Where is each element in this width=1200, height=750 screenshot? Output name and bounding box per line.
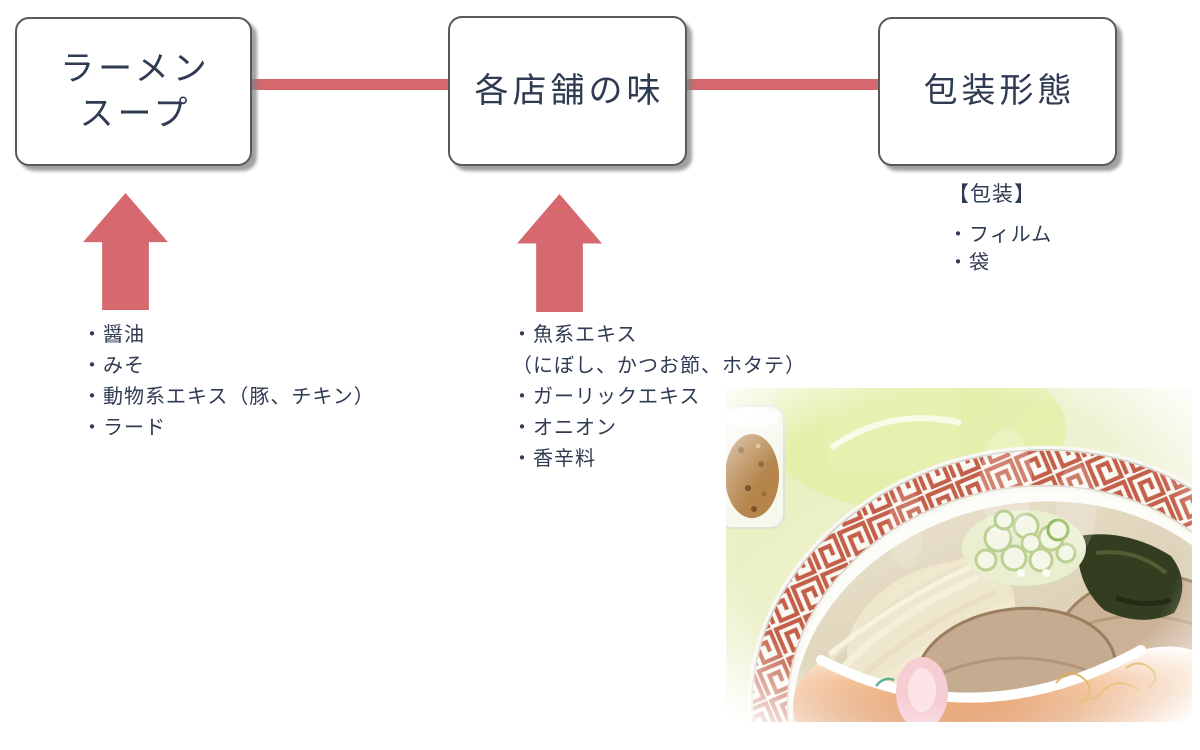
node-label: 各店舗の味 <box>474 71 665 110</box>
list-item: ・ラード <box>82 417 166 439</box>
soup-ingredient-list: ・醤油 ・みそ ・動物系エキス（豚、チキン） ・ラード <box>82 320 375 444</box>
packaging-header: 【包装】 <box>948 183 1036 206</box>
list-item: ・オニオン <box>512 417 617 439</box>
list-item: ・香辛料 <box>512 448 596 470</box>
up-arrow-soup-icon <box>83 193 168 310</box>
node-ramen-soup: ラーメン スープ <box>15 17 252 166</box>
up-arrow-flavor-icon <box>517 194 602 312</box>
flavor-ingredient-list: ・魚系エキス （にぼし、かつお節、ホタテ） ・ガーリックエキス ・オニオン ・香… <box>512 320 806 475</box>
list-item: ・ガーリックエキス <box>512 386 701 408</box>
connector-flavor-packaging <box>680 79 882 90</box>
packaging-list: ・フィルム ・袋 <box>948 221 1052 277</box>
ramen-bowl-photo <box>726 388 1192 722</box>
node-label-line2: スープ <box>79 94 192 133</box>
list-item: ・フィルム <box>948 224 1053 246</box>
list-item: ・魚系エキス <box>512 324 638 346</box>
node-label: 包装形態 <box>923 72 1076 111</box>
connector-soup-flavor <box>246 79 452 90</box>
list-item: ・袋 <box>948 252 990 274</box>
list-item: ・動物系エキス（豚、チキン） <box>82 386 375 408</box>
list-item: ・醤油 <box>82 324 145 346</box>
node-store-flavor: 各店舗の味 <box>448 16 687 166</box>
node-packaging-form: 包装形態 <box>878 17 1117 166</box>
node-label-line1: ラーメン <box>60 49 211 88</box>
list-item: （にぼし、かつお節、ホタテ） <box>512 355 806 377</box>
list-item: ・みそ <box>82 355 145 377</box>
